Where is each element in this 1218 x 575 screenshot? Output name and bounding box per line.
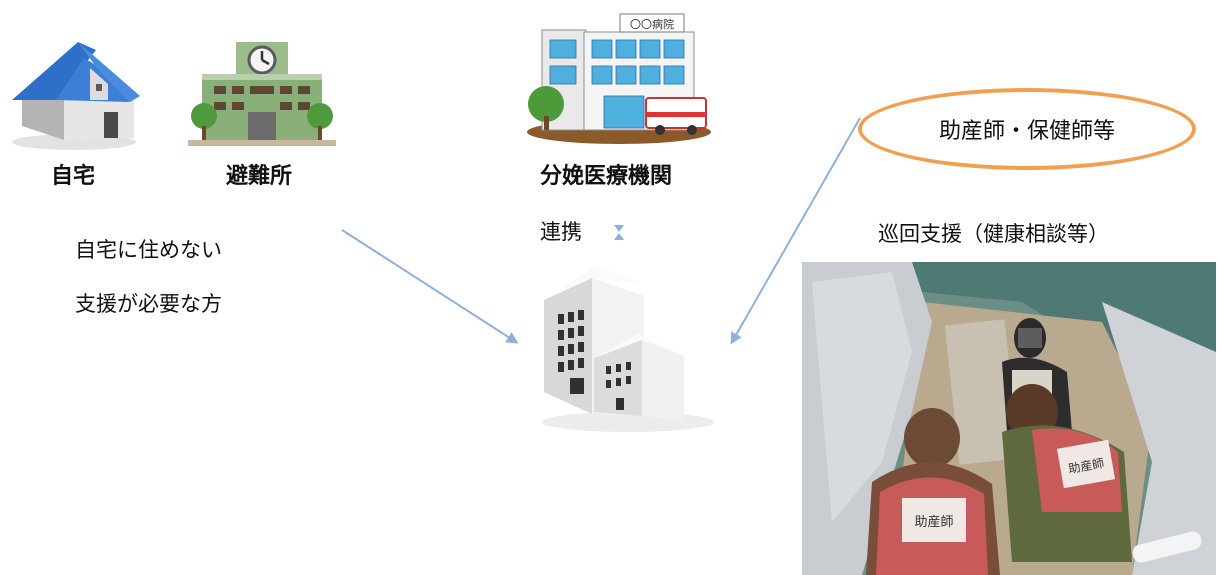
shelter-label: 避難所	[226, 164, 293, 189]
target-people-line1: 自宅に住めない	[75, 238, 222, 262]
midwife-oval: 助産師・保健師等	[858, 88, 1196, 170]
hospital-sign: 〇〇病院	[630, 17, 674, 31]
target-people-line2: 支援が必要な方	[75, 292, 222, 316]
vest-text-1: 助産師	[914, 514, 953, 530]
patrol-support-photo: 助産師 助産師	[802, 262, 1216, 575]
vest-text-2: 助産師	[1067, 455, 1105, 476]
arrow-midwife-to-facility	[730, 117, 861, 345]
home-label: 自宅	[51, 164, 96, 189]
link-double-arrow	[614, 225, 624, 240]
arrow-shelter-to-facility	[341, 229, 519, 344]
facility-building-icon	[534, 262, 722, 434]
shelter-icon	[188, 38, 336, 150]
midwife-label: 助産師・保健師等	[938, 119, 1115, 144]
link-label: 連携	[540, 220, 582, 244]
patrol-support-label: 巡回支援（健康相談等）	[878, 222, 1109, 246]
hospital-icon: 〇〇病院	[524, 8, 714, 144]
home-icon	[4, 38, 144, 150]
hospital-label: 分娩医療機関	[540, 164, 673, 189]
